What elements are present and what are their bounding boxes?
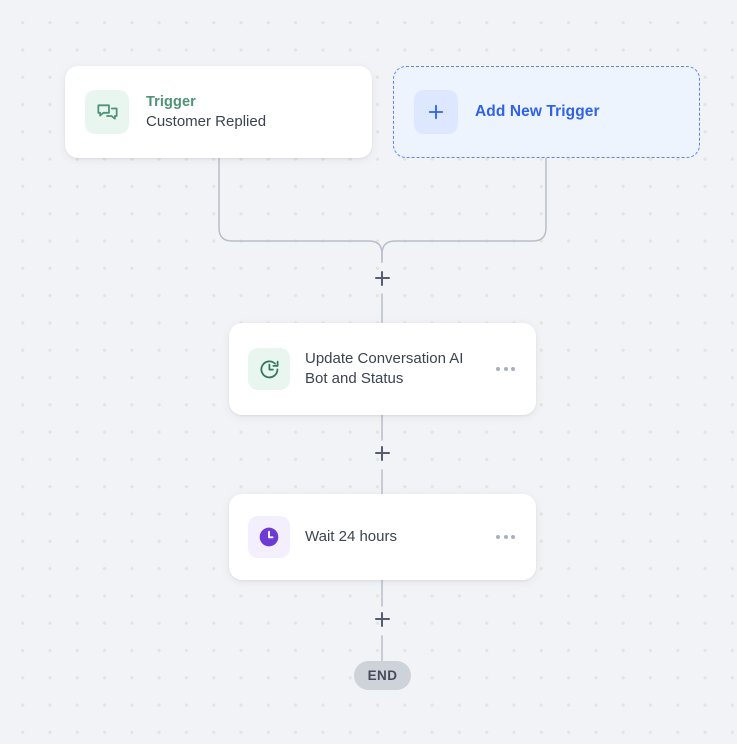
clock-filled-icon (248, 516, 290, 558)
add-step-after-wait[interactable] (371, 608, 393, 630)
wire-add-trigger-to-merge (381, 157, 547, 263)
node-end: END (354, 661, 411, 690)
wire-trigger-to-merge (218, 157, 383, 263)
add-step-after-trigger[interactable] (371, 267, 393, 289)
chat-bubbles-icon (85, 90, 129, 134)
wait-card-text: Wait 24 hours (305, 527, 477, 547)
update-title-line-1: Update Conversation AI (305, 349, 464, 367)
update-card-text: Update Conversation AI Bot and Status (305, 349, 477, 390)
trigger-kicker: Trigger (146, 93, 196, 110)
end-label: END (367, 668, 398, 683)
wait-title: Wait 24 hours (305, 528, 397, 545)
add-new-trigger-label: Add New Trigger (475, 103, 600, 120)
trigger-title: Customer Replied (146, 112, 267, 130)
trigger-card-text: Trigger Customer Replied (146, 93, 352, 132)
overflow-menu-icon[interactable] (492, 361, 519, 377)
clock-rotate-icon (248, 348, 290, 390)
update-title-line-2: Bot and Status (305, 370, 404, 387)
plus-icon (414, 90, 458, 134)
node-wait[interactable]: Wait 24 hours (229, 494, 536, 580)
node-update-conversation-ai[interactable]: Update Conversation AI Bot and Status (229, 323, 536, 415)
node-trigger[interactable]: Trigger Customer Replied (65, 66, 372, 158)
node-add-new-trigger[interactable]: Add New Trigger (393, 66, 700, 158)
add-step-after-update-conversation[interactable] (371, 442, 393, 464)
overflow-menu-icon[interactable] (492, 529, 519, 545)
